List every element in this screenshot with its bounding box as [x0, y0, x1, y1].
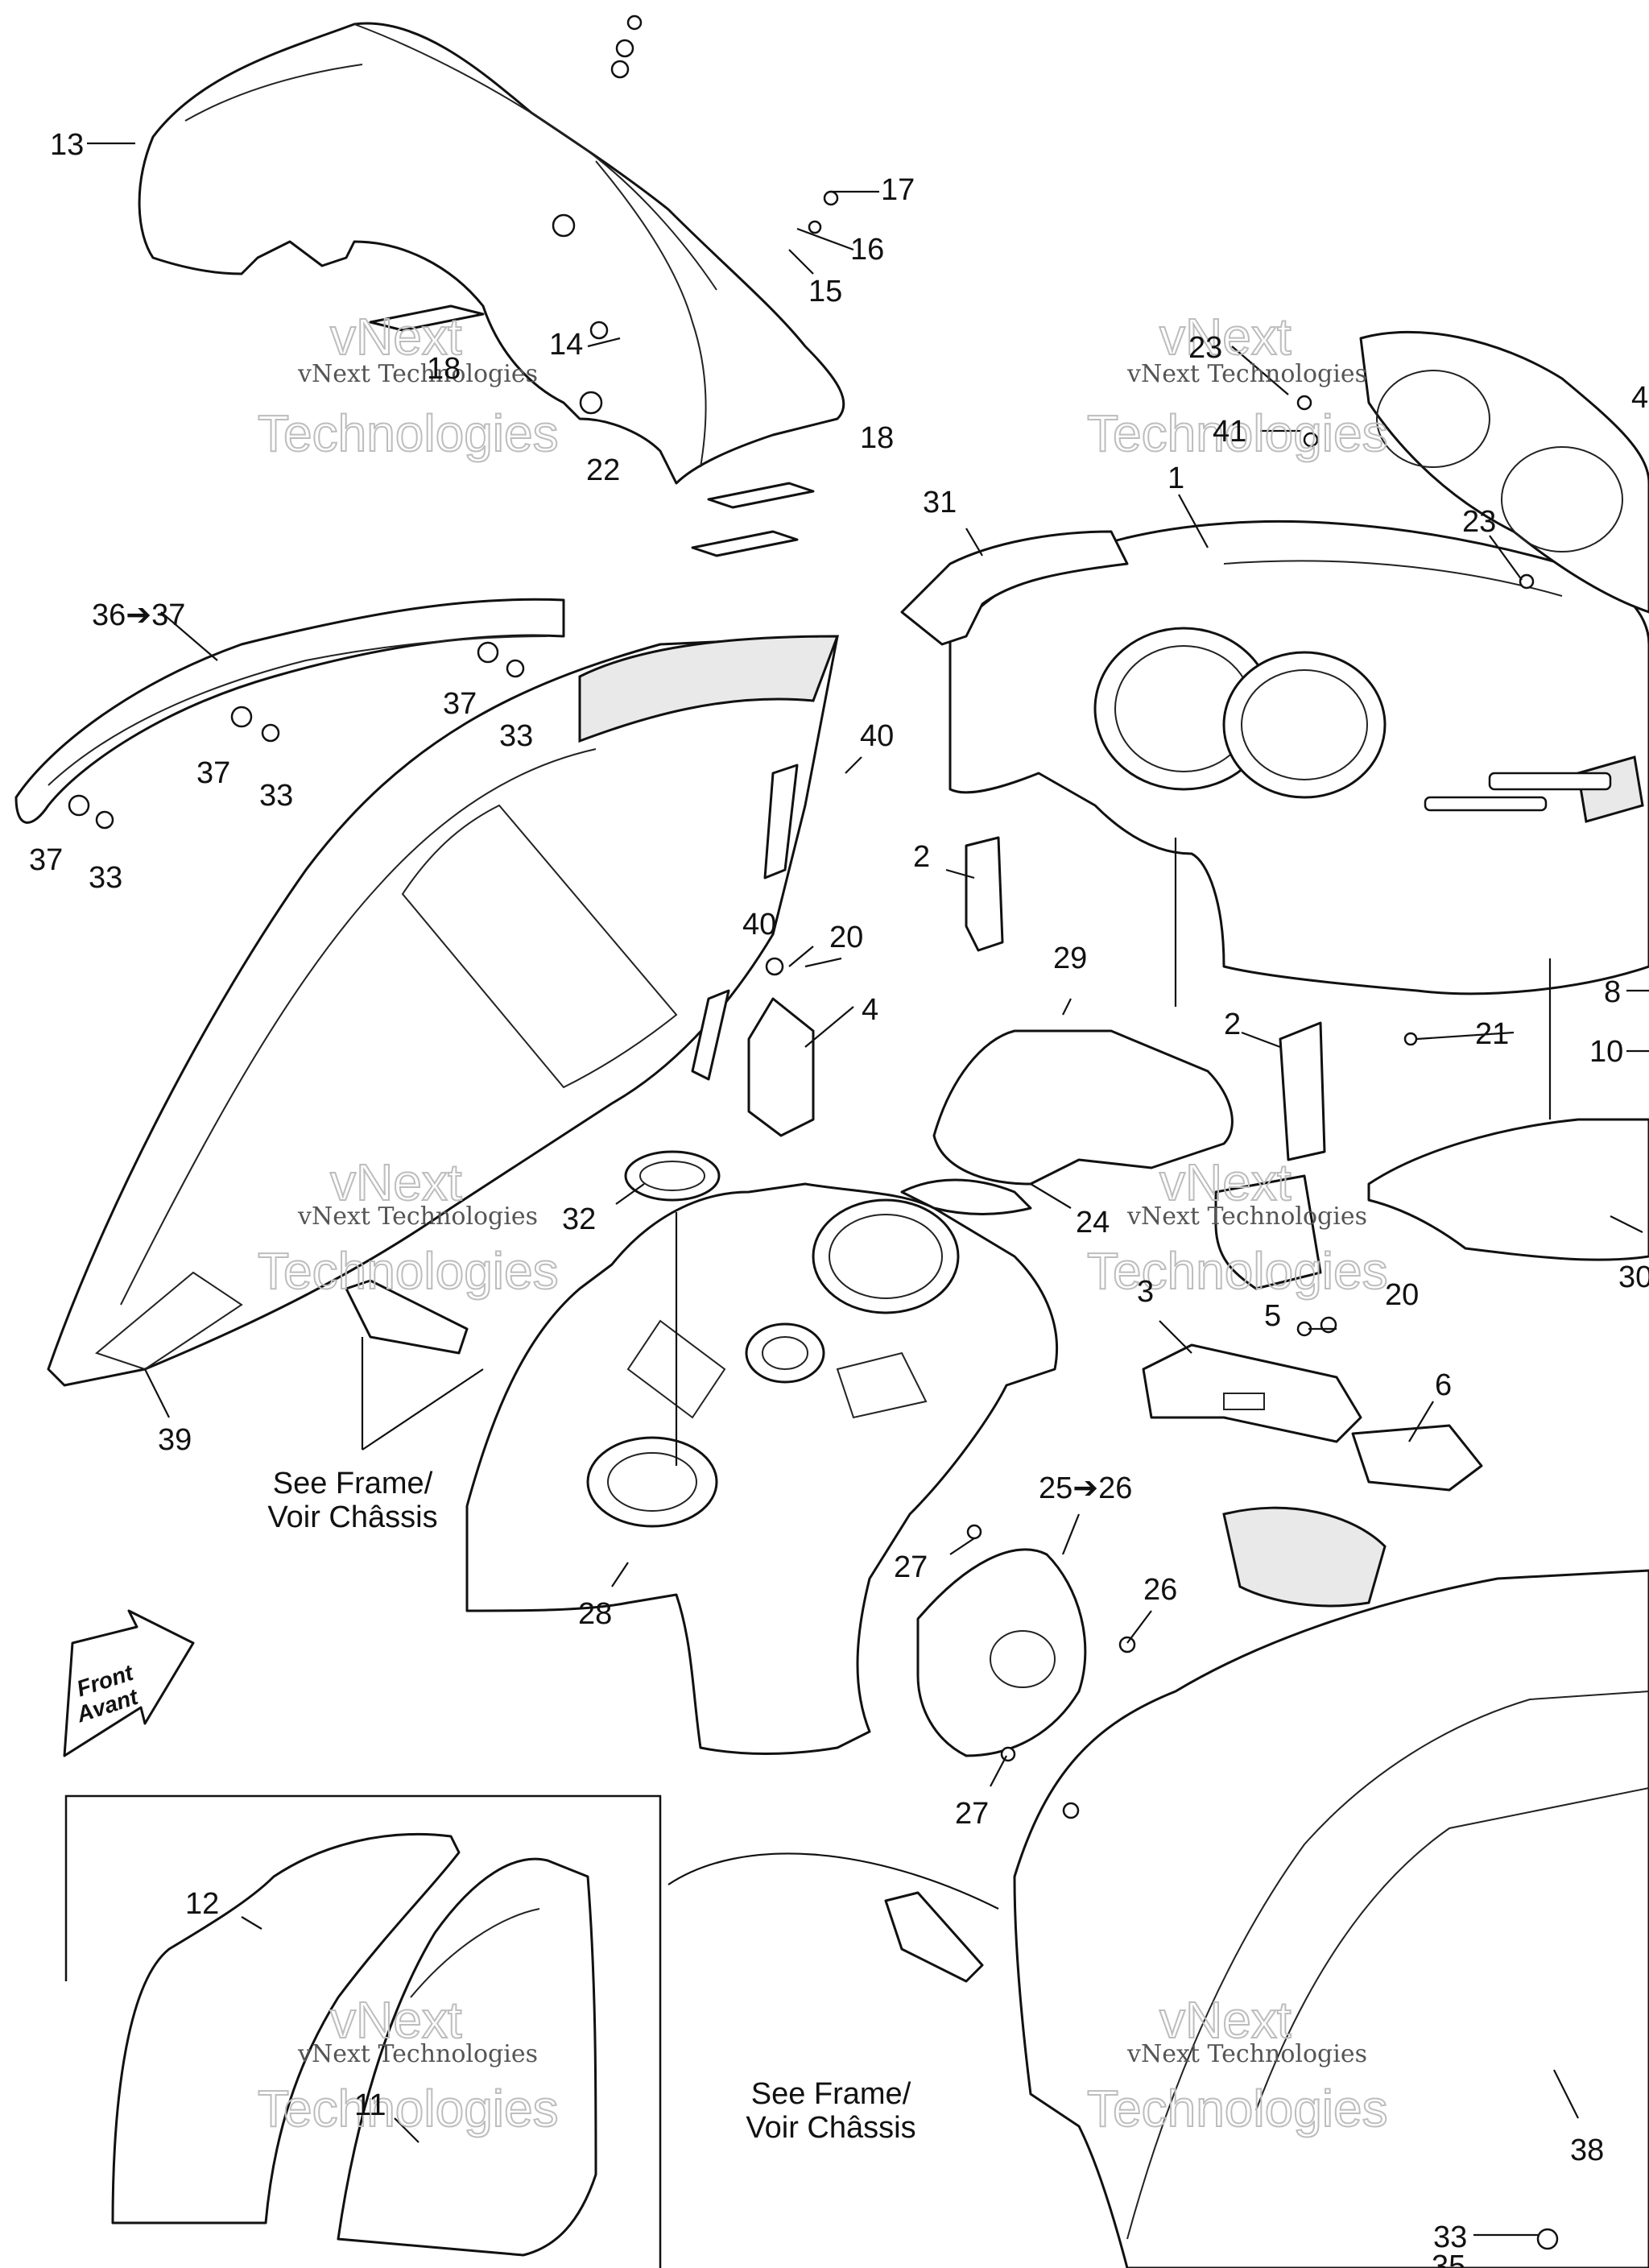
frame-note-1-line2: Voir Châssis — [267, 1500, 437, 1534]
callout-18-top: 18 — [427, 352, 461, 386]
watermark-big-e2: Technologies — [258, 2080, 559, 2138]
watermark-line-a: vNext Technologies — [297, 360, 538, 388]
frame-note-2-line2: Voir Châssis — [746, 2111, 915, 2145]
callout-37-c: 37 — [29, 843, 63, 877]
callout-33-b: 33 — [259, 779, 293, 813]
callout-13: 13 — [50, 128, 84, 162]
watermarks: vNext Technologies vNext Technologies vN… — [257, 307, 1389, 2138]
callout-4: 4 — [862, 993, 878, 1027]
part-1-dashboard — [948, 519, 1649, 995]
part-2-latch-top — [965, 836, 1004, 952]
callout-3: 3 — [1137, 1275, 1154, 1309]
callout-36-37: 36➔37 — [92, 598, 185, 632]
frame-note-2-line1: See Frame/ — [751, 2077, 911, 2111]
callout-20-top: 20 — [829, 921, 863, 954]
callout-15: 15 — [808, 275, 842, 308]
watermark-big-f1: vNext — [1159, 1991, 1292, 2049]
frame-note-1-line1: See Frame/ — [273, 1467, 433, 1500]
watermark-big-a1: vNext — [330, 308, 462, 366]
callout-27-top: 27 — [894, 1550, 928, 1584]
part-40-strips — [691, 764, 799, 1081]
callout-11: 11 — [354, 2088, 386, 2122]
part-38-right-panel — [1013, 1506, 1649, 2268]
callout-27-bottom: 27 — [955, 1797, 989, 1831]
part-3-bracket — [1142, 1343, 1362, 1443]
callout-40-top: 40 — [860, 719, 894, 753]
callout-39: 39 — [158, 1423, 192, 1457]
watermark-line-b: vNext Technologies — [1126, 360, 1367, 388]
callout-38: 38 — [1570, 2133, 1604, 2167]
callout-26: 26 — [1143, 1573, 1177, 1607]
part-36-handrail — [14, 598, 565, 824]
callout-18-mid: 18 — [860, 421, 894, 455]
callout-35: 35 — [1432, 2249, 1465, 2268]
callout-23-top: 23 — [1188, 331, 1222, 365]
part-6-bracket — [1351, 1424, 1483, 1492]
callout-23-right: 23 — [1462, 505, 1496, 539]
callout-40-mid: 40 — [742, 908, 776, 942]
watermark-line-d: vNext Technologies — [1126, 1202, 1367, 1231]
front-direction-badge: Front Avant — [63, 1609, 195, 1757]
callout-21: 21 — [1475, 1017, 1509, 1051]
callout-32: 32 — [562, 1202, 596, 1236]
part-2-latch-mid — [1279, 1021, 1326, 1161]
callout-8: 8 — [1604, 975, 1621, 1009]
callout-33-c: 33 — [89, 861, 122, 895]
callout-33-a: 33 — [499, 719, 533, 753]
callout-29: 29 — [1053, 942, 1087, 975]
part-30 — [1214, 1118, 1649, 1290]
part-gauge-bezel — [1359, 330, 1649, 614]
part-4-bracket — [747, 997, 815, 1137]
watermark-big-f2: Technologies — [1087, 2080, 1388, 2138]
callout-41: 41 — [1213, 415, 1246, 449]
hardware-fasteners — [68, 14, 1612, 2250]
callout-10: 10 — [1589, 1035, 1623, 1069]
callout-28: 28 — [578, 1597, 612, 1631]
callout-22: 22 — [586, 453, 620, 487]
part-31 — [900, 530, 1129, 646]
callout-1: 1 — [1168, 461, 1184, 495]
part-25-housing — [916, 1548, 1087, 1757]
callout-2-top: 2 — [913, 840, 930, 874]
callout-24: 24 — [1076, 1206, 1110, 1240]
callout-37-b: 37 — [196, 756, 230, 790]
watermark-line-c: vNext Technologies — [297, 1202, 538, 1231]
callout-12: 12 — [185, 1887, 219, 1921]
part-29 — [932, 1029, 1234, 1186]
callout-30: 30 — [1618, 1260, 1649, 1294]
watermark-big-b1: vNext — [1159, 308, 1292, 366]
callout-25-26: 25➔26 — [1039, 1471, 1132, 1505]
watermark-big-a2: Technologies — [258, 404, 559, 462]
part-13-windshield — [138, 22, 845, 485]
callout-37-a: 37 — [443, 687, 477, 721]
part-28-console — [465, 1182, 1059, 1755]
watermark-big-d2: Technologies — [1087, 1242, 1388, 1300]
callout-2-mid: 2 — [1224, 1008, 1241, 1041]
callout-16: 16 — [850, 233, 884, 267]
callout-31: 31 — [923, 486, 957, 519]
callout-17: 17 — [881, 173, 915, 207]
watermark-big-e1: vNext — [330, 1991, 462, 2049]
callout-33-bottom: 33 — [1433, 2220, 1467, 2254]
leader-lines — [87, 142, 1649, 2237]
frame-notes: See Frame/ Voir Châssis See Frame/ Voir … — [267, 1467, 915, 2145]
watermark-big-c2: Technologies — [258, 1242, 559, 1300]
part-24 — [900, 1178, 1032, 1215]
part-32-ring — [624, 1150, 721, 1202]
callout-labels: 13 17 16 15 14 18 22 18 23 41 23 1 31 4 … — [29, 128, 1649, 2268]
inset-box — [64, 1794, 999, 2268]
part-39-left-panel — [47, 635, 840, 1387]
callout-6: 6 — [1435, 1368, 1452, 1402]
callout-20-mid: 20 — [1385, 1278, 1419, 1312]
watermark-big-c1: vNext — [330, 1153, 462, 1211]
watermark-line-f: vNext Technologies — [1126, 2040, 1367, 2068]
callout-14: 14 — [549, 328, 583, 362]
callout-5: 5 — [1264, 1299, 1281, 1333]
watermark-big-d1: vNext — [1159, 1153, 1292, 1211]
callout-4-right: 4 — [1631, 381, 1648, 415]
watermark-line-e: vNext Technologies — [297, 2040, 538, 2068]
watermark-big-b2: Technologies — [1087, 404, 1388, 462]
